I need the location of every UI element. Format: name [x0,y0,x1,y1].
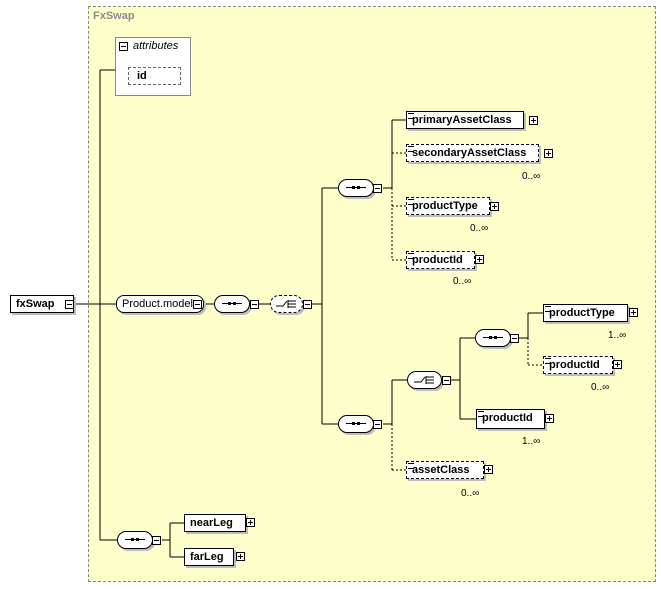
collapse-upper-sequence-icon[interactable] [373,184,382,193]
root-element-label: fxSwap [16,298,55,310]
element-secondary-asset-class[interactable]: secondaryAssetClass [406,144,539,162]
collapse-sequence-icon[interactable] [250,300,259,309]
expand-asset-class-icon[interactable] [484,465,493,474]
collapse-inner-choice-icon[interactable] [442,376,451,385]
element-product-id[interactable]: productId [406,251,475,269]
sequence-compositor-icon[interactable] [214,295,250,313]
expand-secondary-asset-class-icon[interactable] [544,149,553,158]
collapse-lower-sequence-icon[interactable] [373,420,382,429]
complex-type-title: FxSwap [93,10,135,22]
upper-sequence-icon[interactable] [338,179,374,197]
collapse-root-icon[interactable] [65,300,74,309]
occurrence-product-id: 0..∞ [453,276,472,287]
expand-product-id-optional-icon[interactable] [613,360,622,369]
element-near-leg[interactable]: nearLeg [184,514,246,532]
element-product-type-required[interactable]: productType [543,304,628,322]
bottom-sequence-icon[interactable] [117,531,153,549]
attributes-header: attributes [133,40,179,52]
expand-primary-asset-class-icon[interactable] [529,116,538,125]
expand-product-id-icon[interactable] [475,255,484,264]
occurrence-product-id-optional: 0..∞ [591,382,610,393]
expand-near-leg-icon[interactable] [246,518,255,527]
element-primary-asset-class[interactable]: primaryAssetClass [406,111,524,129]
choice-compositor-icon[interactable] [270,295,303,313]
occurrence-product-type: 0..∞ [470,223,489,234]
occurrence-product-type-required: 1..∞ [608,330,627,341]
collapse-inner-sequence-icon[interactable] [510,334,519,343]
model-group-product-model[interactable]: Product.model [116,295,204,313]
root-element-fxswap[interactable]: fxSwap [10,295,74,313]
element-product-type[interactable]: productType [406,197,490,215]
expand-product-type-required-icon[interactable] [629,308,638,317]
collapse-model-icon[interactable] [193,300,202,309]
occurrence-product-id-required: 1..∞ [522,436,541,447]
model-group-label: Product.model [122,298,193,310]
attribute-id[interactable]: id [128,67,181,85]
lower-sequence-icon[interactable] [338,415,374,433]
complex-type-box [88,6,656,582]
collapse-choice-icon[interactable] [303,300,312,309]
collapse-bottom-sequence-icon[interactable] [152,536,161,545]
inner-choice-icon[interactable] [407,371,442,389]
occurrence-asset-class: 0..∞ [461,488,480,499]
element-product-id-optional[interactable]: productId [543,356,613,374]
expand-product-id-required-icon[interactable] [545,414,554,423]
occurrence-secondary-asset-class: 0..∞ [522,171,541,182]
expand-product-type-icon[interactable] [490,202,499,211]
element-product-id-required[interactable]: productId [476,409,545,429]
inner-sequence-icon[interactable] [475,329,511,347]
collapse-attributes-icon[interactable] [119,42,128,51]
element-far-leg[interactable]: farLeg [184,548,234,566]
element-asset-class[interactable]: assetClass [406,461,484,479]
expand-far-leg-icon[interactable] [236,552,245,561]
